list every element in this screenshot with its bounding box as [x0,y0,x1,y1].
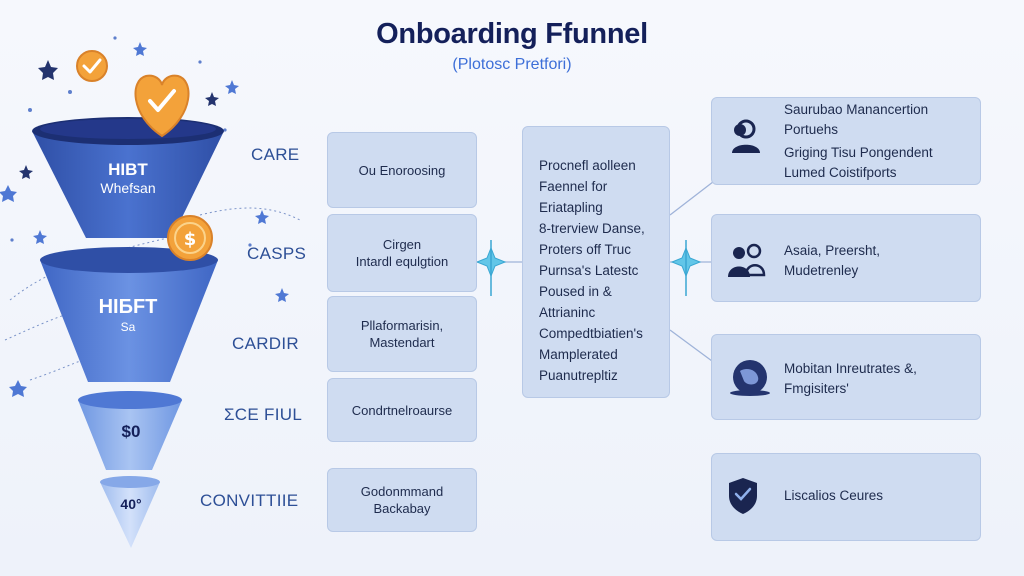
step-card-1: Ou Enoroosing [327,132,477,208]
step-card-4: Condrtnelroaurse [327,378,477,442]
stage-label-casps: CASPS [247,244,307,263]
page-title: Onboarding Ffunnel [376,18,648,50]
star-icon [9,380,27,397]
stage-label-convittiie: CONVITTIIE [200,491,299,510]
star-icon [33,230,47,244]
globe-icon [730,360,770,396]
funnel-stage-3-main: $0 [121,422,141,441]
coin-icon: $ [167,215,213,261]
team-icon [728,243,766,277]
star-icon [133,42,147,56]
star-icon [225,80,239,94]
star-icons [19,60,219,179]
funnel-stage-4-main: 40° [120,496,142,512]
funnel-stage-1 [32,117,224,238]
shield-icon [729,478,757,514]
funnel-stage-3 [78,391,182,470]
star-icon [205,92,219,106]
funnel-stage-2-main: HIБFT [98,296,158,318]
funnel-stage-2-sub: Sa [120,320,136,334]
funnel-stage-4 [100,476,160,548]
info-card-1: Saurubao Manancertion Portuehs Griging T… [711,97,981,185]
funnel-stage-1-sub: Whefsan [100,180,156,196]
stage-label-cardir: CARDIR [232,334,299,353]
info-card-2: Asaia, Preersht, Mudetrenley [711,214,981,302]
page-subtitle: (Plotosc Pretfori) [452,56,572,73]
check-badge-icon [76,50,108,82]
svg-text:$: $ [184,229,197,250]
star-icon [38,60,58,80]
star-icon [19,165,33,179]
star-icon [275,288,289,302]
star-icon [0,185,17,202]
stage-label-care: CARE [251,145,300,164]
funnel-stage-1-main: HIBT [108,160,148,179]
info-card-3: Mobitan Inreutrates &, Fmgisiters' [711,334,981,420]
info-card-4: Liscalios Ceures [711,453,981,541]
star-icon [255,210,269,224]
user-icon [732,119,760,153]
stage-label-fiul: ƩCE FIUL [224,405,303,424]
heart-check-icon [134,74,190,138]
sparkle-icon [475,240,507,296]
sparkle-icon [670,240,702,296]
funnel-description-card: Procnefl aolleen Faennel for Eriatapling… [522,126,670,398]
step-card-3: Pllaformarisin,Mastendart [327,296,477,372]
